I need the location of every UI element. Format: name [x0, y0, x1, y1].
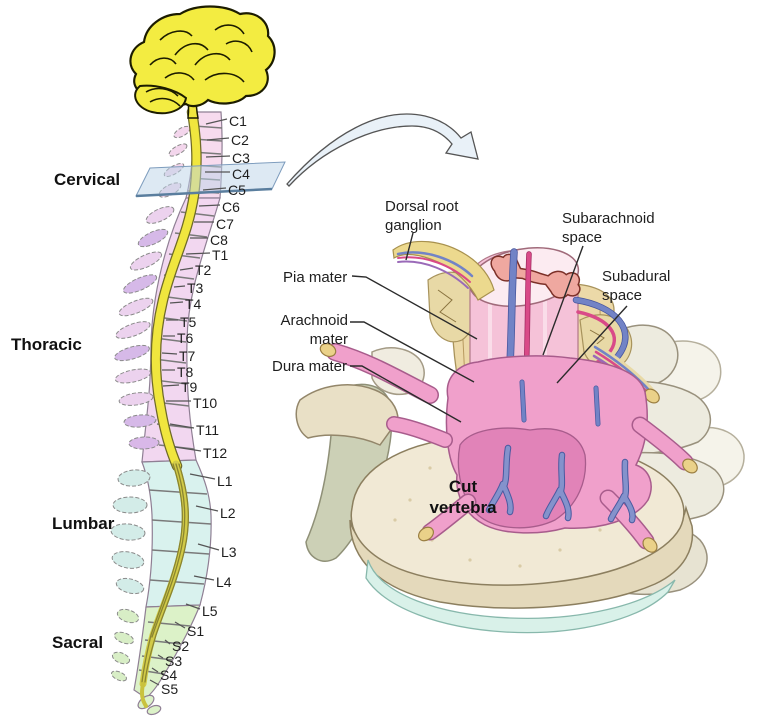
- brain: [129, 5, 276, 119]
- vertebra-label-s3: S3: [165, 653, 183, 669]
- detail-leader-lines: [350, 232, 628, 423]
- region-label-sacral: Sacral: [52, 633, 104, 652]
- vertebra-label-t6: T6: [177, 330, 194, 346]
- zoom-arrow: [286, 113, 479, 187]
- label-subadural-space: Subadural space: [602, 268, 671, 304]
- region-label-lumbar: Lumbar: [52, 514, 115, 533]
- label-dura-mater: Dura mater: [272, 358, 348, 375]
- vertebra-label-c3: C3: [232, 150, 250, 166]
- vertebra-label-t1: T1: [212, 247, 229, 263]
- leader-dorsal-root-ganglion: [405, 232, 414, 261]
- leader-subarachnoid-space: [542, 245, 584, 356]
- leader-dura-mater: [350, 365, 462, 423]
- vertebra-label-c1: C1: [229, 113, 247, 129]
- vertebra-label-t12: T12: [203, 445, 228, 461]
- vertebra-label-c6: C6: [222, 199, 240, 215]
- vertebra-leader-lines: [149, 118, 231, 686]
- cut-plane: [135, 161, 286, 198]
- vertebra-label-l3: L3: [221, 544, 237, 560]
- vertebral-processes: [110, 125, 191, 682]
- leader-subadural-space: [556, 305, 628, 384]
- vertebra-label-c4: C4: [232, 166, 250, 182]
- vertebra-label-s1: S1: [187, 623, 205, 639]
- vertebra-label-l4: L4: [216, 574, 232, 590]
- vertebra-label-s2: S2: [172, 638, 190, 654]
- vertebra-label-l1: L1: [217, 473, 233, 489]
- sacral-band: [133, 604, 201, 699]
- vertebra-label-s5: S5: [161, 681, 179, 697]
- region-label-thoracic: Thoracic: [11, 335, 82, 354]
- vertebra-label-t3: T3: [187, 280, 204, 296]
- left-transverse-process: [295, 384, 399, 446]
- vertebra-label-t7: T7: [179, 348, 196, 364]
- vertebra-label-l2: L2: [220, 505, 236, 521]
- vertebra-label-t9: T9: [181, 379, 198, 395]
- dorsal-root-ganglion: [392, 240, 495, 301]
- vertebra-label-t4: T4: [185, 296, 202, 312]
- vertebra-label-t2: T2: [195, 262, 212, 278]
- vertebra-label-c5: C5: [228, 182, 246, 198]
- label-cut-vertebra: Cut vertebra: [429, 477, 497, 517]
- leader-arachnoid-mater: [350, 321, 475, 383]
- label-dorsal-root-ganglion: Dorsal root ganglion: [385, 198, 459, 234]
- label-arachnoid-mater: Arachnoid mater: [280, 312, 348, 348]
- cerebrum: [129, 5, 276, 108]
- label-subarachnoid-space: Subarachnoid space: [562, 210, 655, 246]
- vertebra-label-t8: T8: [177, 364, 194, 380]
- vertebra-label-t11: T11: [196, 422, 220, 438]
- brain-gyri: [145, 24, 253, 107]
- vertebra-label-c8: C8: [210, 232, 228, 248]
- cauda-equina: [139, 460, 190, 708]
- leader-pia-mater: [351, 275, 478, 340]
- label-pia-mater: Pia mater: [283, 269, 348, 286]
- vertebra-label-t10: T10: [193, 395, 218, 411]
- vertebra-label-l5: L5: [202, 603, 218, 619]
- vertebra-label-t5: T5: [180, 314, 197, 330]
- region-label-cervical: Cervical: [54, 170, 121, 189]
- vertebral-veins: [485, 444, 636, 524]
- lumbar-band: [141, 459, 212, 608]
- vertebra-label-c7: C7: [216, 216, 234, 232]
- disc-under-vertebra: [365, 559, 676, 634]
- coccyx-tip: [146, 704, 162, 716]
- vertebra-label-s4: S4: [160, 667, 178, 683]
- vertebra-label-c2: C2: [231, 132, 249, 148]
